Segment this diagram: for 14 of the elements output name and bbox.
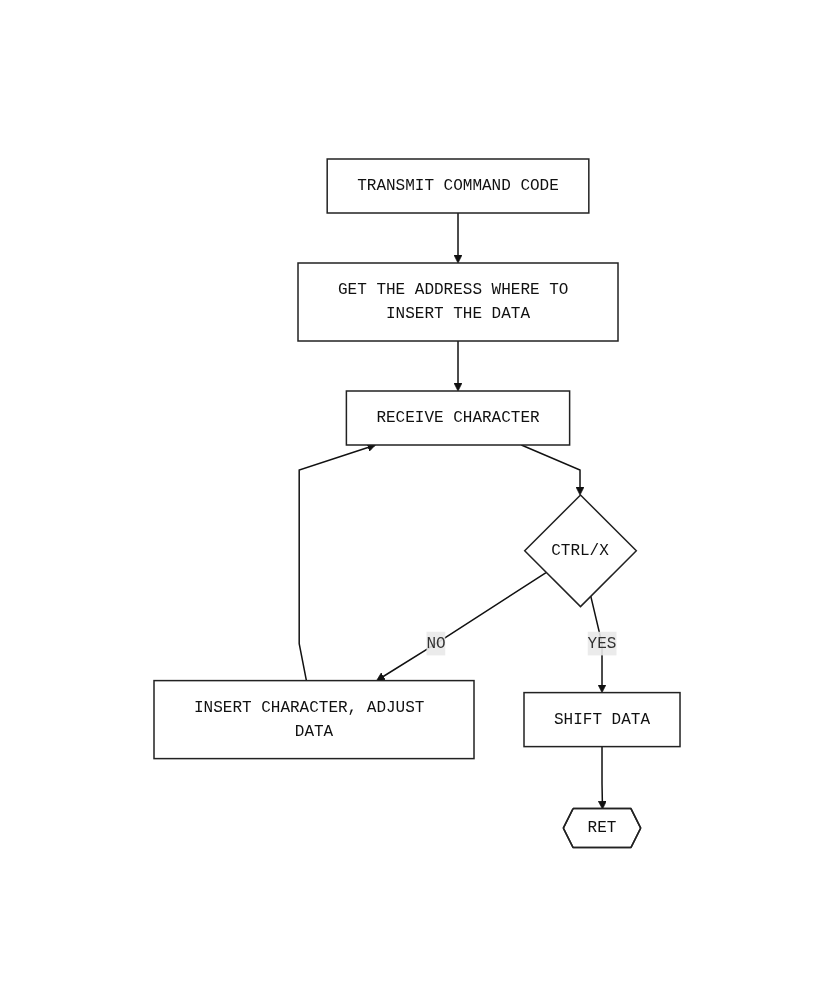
arrow [453, 211, 463, 264]
arrow [376, 571, 547, 681]
node-diamond: CTRL/X [523, 493, 638, 608]
node-box: TRANSMIT COMMAND CODE [326, 157, 590, 214]
arrow [453, 339, 463, 392]
arrow [597, 745, 607, 810]
arrow [298, 443, 376, 682]
arrow [520, 443, 585, 496]
edge-label: YES [587, 634, 617, 653]
node-box: GET THE ADDRESS WHERE TO INSERT THE DATA [297, 261, 619, 342]
node-box: RECEIVE CHARACTER [345, 389, 571, 446]
node-box: SHIFT DATA [523, 691, 681, 748]
node-box: INSERT CHARACTER, ADJUST DATA [153, 679, 475, 760]
edge-label: NO [426, 634, 446, 653]
